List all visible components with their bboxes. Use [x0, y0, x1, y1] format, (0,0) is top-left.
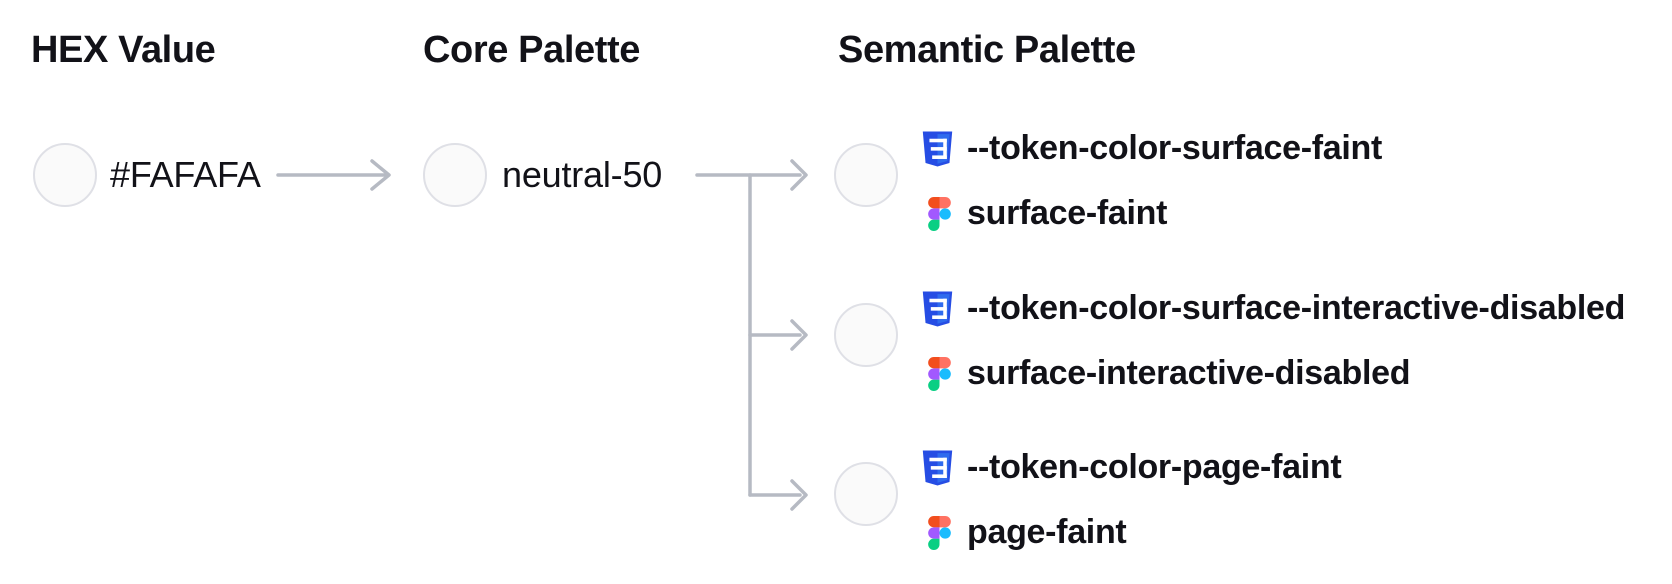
- figma-style-name: surface-interactive-disabled: [967, 354, 1411, 392]
- branch-trunk: [695, 173, 752, 497]
- figma-icon: [920, 196, 967, 231]
- token-row: --token-color-surface-faint surface-fain…: [920, 116, 1382, 246]
- core-palette-column-heading: Core Palette: [423, 29, 640, 71]
- arrow-head-branch-2: [790, 319, 808, 351]
- css3-icon: [920, 289, 967, 329]
- figma-style-line: surface-faint: [920, 181, 1382, 246]
- arrow-head-hex-to-core: [370, 159, 391, 191]
- hex-color-swatch: [33, 143, 97, 207]
- css-variable-line: --token-color-surface-interactive-disabl…: [920, 276, 1625, 341]
- arrow-head-branch-1: [790, 159, 808, 191]
- figma-icon: [920, 515, 967, 550]
- semantic-swatch-surface-interactive-disabled: [834, 303, 898, 367]
- css-variable-line: --token-color-surface-faint: [920, 116, 1382, 181]
- css-variable-name: --token-color-page-faint: [967, 448, 1342, 486]
- core-color-swatch: [423, 143, 487, 207]
- css3-icon: [920, 129, 967, 169]
- token-row: --token-color-page-faint page-faint: [920, 435, 1342, 565]
- figma-style-name: surface-faint: [967, 194, 1168, 232]
- arrow-head-branch-3: [790, 479, 808, 511]
- core-token-label: neutral-50: [502, 154, 663, 195]
- css-variable-name: --token-color-surface-faint: [967, 129, 1383, 167]
- hex-column-heading: HEX Value: [31, 29, 216, 71]
- css3-icon: [920, 448, 967, 488]
- figma-icon: [920, 356, 967, 391]
- css-variable-name: --token-color-surface-interactive-disabl…: [967, 289, 1626, 327]
- hex-value-label: #FAFAFA: [110, 154, 261, 195]
- figma-style-line: page-faint: [920, 500, 1341, 565]
- figma-style-line: surface-interactive-disabled: [920, 341, 1625, 406]
- semantic-palette-column-heading: Semantic Palette: [838, 29, 1136, 71]
- token-row: --token-color-surface-interactive-disabl…: [920, 276, 1625, 406]
- css-variable-line: --token-color-page-faint: [920, 435, 1342, 500]
- semantic-swatch-surface-faint: [834, 143, 898, 207]
- figma-style-name: page-faint: [967, 513, 1127, 551]
- semantic-swatch-page-faint: [834, 462, 898, 526]
